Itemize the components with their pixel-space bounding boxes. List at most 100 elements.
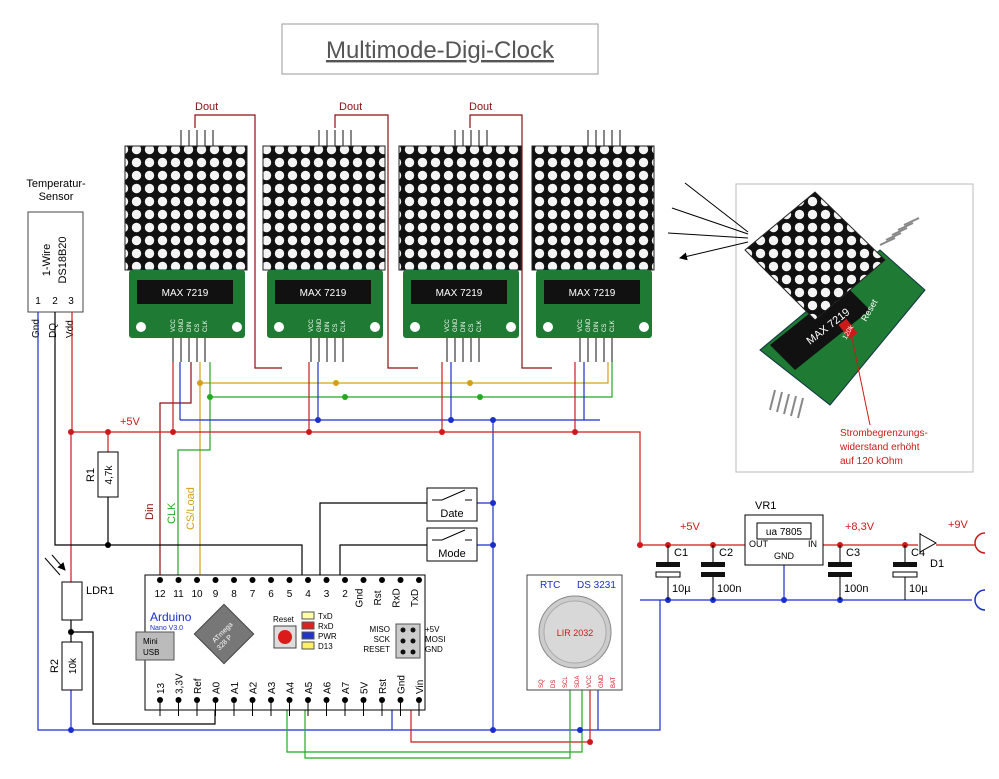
arduino-bottom-pin-label: 5V [360,681,371,694]
sensor-heading-1: Temperatur- [26,178,86,190]
cap-plate [828,562,852,567]
matrix-dots-2 [262,145,386,271]
clk-bus [209,362,613,398]
matrix-pin-label: VCC [171,319,177,332]
arduino-top-pin [194,577,200,583]
matrix-pin-label: DIN [461,322,467,332]
junction [490,542,496,548]
arduino-top-pin-label: 3 [324,589,330,600]
arduino-top-pin [397,577,404,583]
arduino-top-pin [360,577,367,583]
din-label: Din [144,503,156,520]
junction [68,727,74,733]
mode-button[interactable] [426,527,478,562]
junction [490,417,496,423]
arduino-name: Arduino [150,610,192,624]
mode-wire [339,544,427,580]
sensor-dq [54,312,303,580]
photo-pin [797,397,804,419]
sensor-heading-2: Sensor [39,191,74,203]
max7219-chip-1 [137,280,233,304]
icsp-label-right: +5V [425,625,440,634]
photo-pin [897,222,914,231]
arduino-top-pin [231,577,237,583]
usb-label-1: Mini [143,637,158,646]
reset-label: Reset [273,615,295,624]
page-title: Multimode-Digi-Clock [326,37,555,64]
sda-wire [286,690,583,753]
matrix-pin-label: CLK [341,320,347,332]
arduino-top-pin-label: TxD [410,589,421,607]
resistor-r1 [97,451,119,498]
chip-label: MAX 7219 [162,288,209,299]
cap-label: C2 [719,547,733,559]
arduino-top-pin [268,577,274,583]
reset-button[interactable] [278,630,292,644]
photo-dots [744,191,886,321]
arduino-top-pin-label: 12 [154,589,166,600]
arduino-top-pin-label: Gnd [355,589,366,608]
icsp-block [395,623,421,659]
arduino-top-pin-label: 2 [342,589,348,600]
chip-label: MAX 7219 [436,288,483,299]
vr1-gnd: GND [774,551,795,561]
matrix-pin-label: CS [333,324,339,332]
resistor-r2 [61,641,83,691]
mode-button-label: Mode [438,548,466,560]
diode-d1 [919,533,938,553]
vr1-out: OUT [749,539,769,549]
cap-plate [656,562,680,567]
junction [306,429,312,435]
matrix-pin-label: VCC [309,319,315,332]
icsp-pin [410,627,416,633]
rtc-pin-label: GND [599,674,605,688]
date-button[interactable] [426,487,478,522]
icsp-label-left: MISO [370,625,390,634]
arduino-top-pin-label: 5 [287,589,293,600]
r2-value: 10k [68,657,79,674]
vr1-part-box [756,522,812,540]
cap-plate [893,562,917,567]
mount-hole [410,322,420,332]
photo-pin [783,393,790,415]
matrix-pin-label: CLK [610,320,616,332]
icsp-pin [400,638,406,644]
photo-pin [903,217,920,226]
arduino-bottom-pin-label: A6 [323,681,334,694]
junction [342,394,348,400]
photo-pointer-line [851,337,871,426]
dout-label: Dout [469,101,492,113]
battery-label: LIR 2032 [557,628,594,638]
light-arrows [44,554,65,575]
button-gnd [477,502,493,546]
matrix-pin-label: GND [453,318,459,332]
wiring [37,114,975,759]
arduino-top-pin-label: 9 [213,589,219,600]
dout-wire-3 [469,114,552,369]
photo-pin [790,395,797,417]
power-in-gnd-terminal [974,589,986,611]
icsp-pin [410,638,416,644]
rail-5v-label: +5V [120,416,141,428]
photo-pin [776,391,783,413]
r2-label: R2 [49,659,61,673]
ldr-sensor [61,581,83,621]
arduino-bottom-pin-label: Ref [193,678,204,694]
arduino-top-pin [175,577,182,583]
junction [587,739,593,745]
photo-note-3: auf 120 kOhm [840,456,903,467]
arduino-sub: Nano V3.0 [150,625,183,632]
arduino-bottom-pin-label: A5 [304,681,315,694]
rtc-pin-label: DS [551,680,557,688]
junction [68,629,74,635]
junction [68,429,74,435]
cap-plate [701,572,725,577]
icsp-label-right: GND [425,645,443,654]
